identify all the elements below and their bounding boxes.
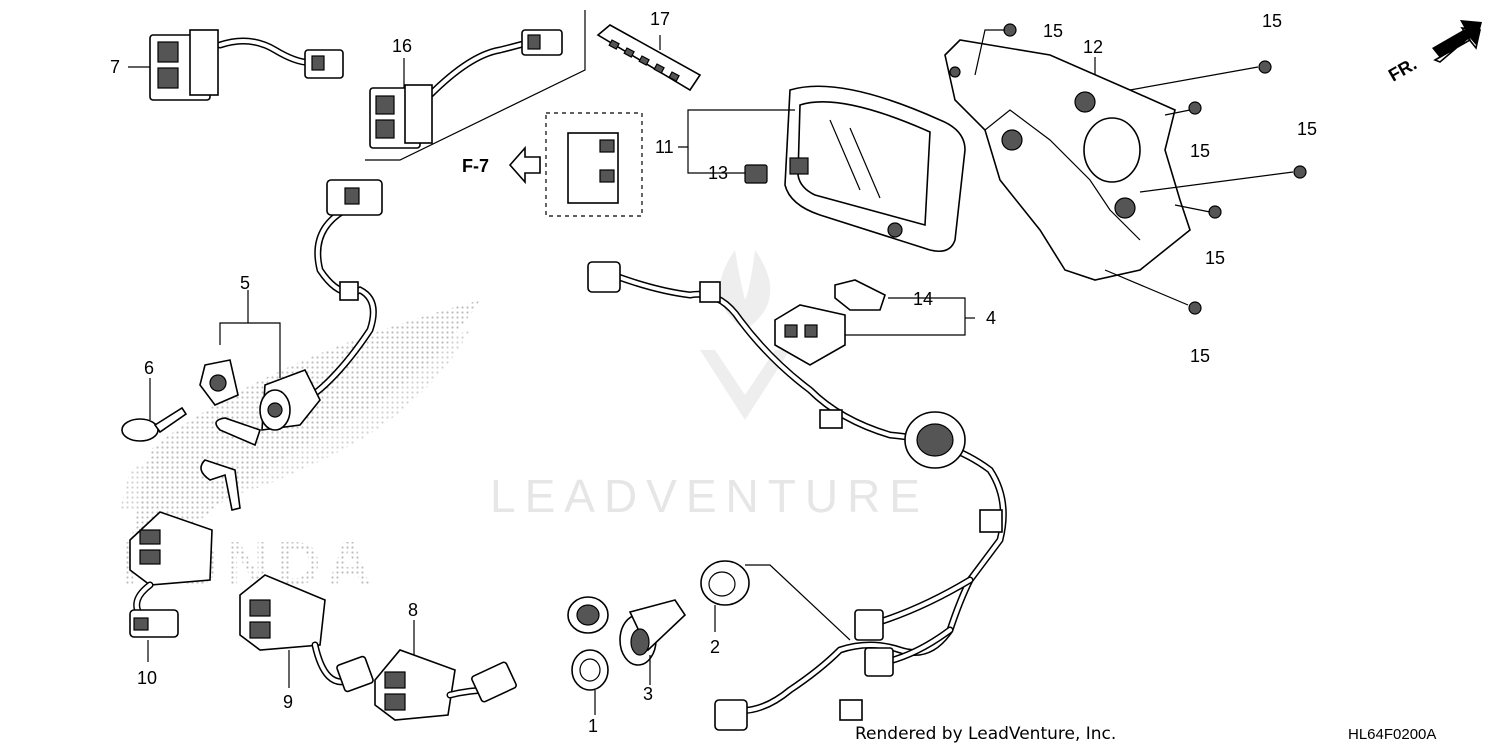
part-13-seal (744, 164, 768, 184)
part-14-connector-lock (834, 279, 886, 311)
callout-12: 12 (1083, 37, 1103, 57)
part-7-16-group-bracket (365, 10, 586, 161)
callout-6: 6 (144, 358, 154, 378)
footer-credit: Rendered by LeadVenture, Inc. (855, 724, 1116, 744)
callout-1: 1 (588, 716, 598, 736)
part-6-key (121, 406, 188, 442)
part-9-switch (239, 574, 374, 693)
callout-15-b: 15 (1262, 11, 1282, 31)
part-15-screws (1003, 23, 1307, 315)
part-7-switch (149, 29, 344, 101)
part-10-switch-assembly (129, 511, 213, 638)
part-8-switch (374, 649, 517, 721)
part-11-meter (784, 85, 966, 253)
f7-reference-label: F-7 (462, 156, 489, 176)
part-5-ignition-switch (199, 359, 321, 431)
callout-15-a: 15 (1043, 21, 1063, 41)
callout-15-e: 15 (1205, 248, 1225, 268)
main-harness (587, 261, 1007, 731)
screw-leader-lines (974, 29, 1294, 306)
part-2-harness-leader (745, 564, 851, 641)
callout-2: 2 (710, 637, 720, 657)
keys (200, 417, 262, 511)
part-4-connector (774, 304, 846, 366)
callout-14: 14 (913, 289, 933, 309)
f7-reference-box (508, 112, 643, 217)
ignition-harness (296, 179, 383, 404)
callout-3: 3 (643, 684, 653, 704)
callout-9: 9 (283, 692, 293, 712)
part-2-socket-nut (700, 560, 750, 606)
callout-15-f: 15 (1190, 346, 1210, 366)
part-17-indicator-strip (596, 24, 702, 92)
callout-17: 17 (650, 9, 670, 29)
part-16-switch (369, 29, 563, 149)
callout-8: 8 (408, 600, 418, 620)
fr-label: FR. (1385, 54, 1420, 86)
diagram-code: HL64F0200A (1348, 726, 1436, 743)
part-4-14-bracket (845, 297, 966, 336)
part-1-socket-cap (567, 596, 609, 691)
callout-16: 16 (392, 36, 412, 56)
watermark-text: LEADVENTURE (490, 470, 929, 522)
callout-10: 10 (137, 668, 157, 688)
callout-11: 11 (655, 137, 674, 157)
leadventure-watermark: LEADVENTURE (490, 250, 929, 522)
part-3-accessory-socket (619, 599, 687, 666)
part-12-meter-cover (944, 39, 1191, 281)
callout-13: 13 (708, 163, 728, 183)
callout-15-c: 15 (1297, 119, 1317, 139)
front-direction-indicator: FR. (1385, 20, 1482, 85)
callout-labels: 1 2 3 4 5 6 7 8 9 10 11 12 13 14 15 15 1… (110, 9, 1317, 736)
callout-4: 4 (986, 308, 996, 328)
callout-5: 5 (240, 273, 250, 293)
part-5-bracket (219, 322, 281, 378)
callout-leaders (128, 35, 1096, 715)
callout-15-d: 15 (1190, 141, 1210, 161)
callout-7: 7 (110, 57, 120, 77)
